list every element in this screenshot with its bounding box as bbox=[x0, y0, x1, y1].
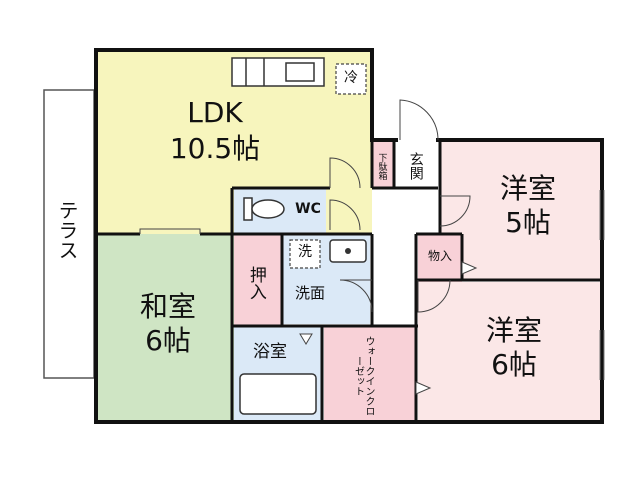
washitsu-name: 和室 bbox=[139, 290, 196, 323]
monoire-closet bbox=[418, 234, 462, 282]
yoshitsu-5-name: 洋室 bbox=[499, 172, 556, 205]
refrigerator-space bbox=[335, 63, 367, 95]
oshiire-label: 押入 bbox=[245, 266, 266, 300]
oshiire-closet bbox=[234, 234, 282, 326]
kitchen-counter bbox=[231, 57, 325, 87]
outer-walls bbox=[94, 48, 604, 424]
washer-space bbox=[289, 239, 321, 269]
yoshitsu-6-name: 洋室 bbox=[485, 314, 542, 347]
wc-label: WC bbox=[295, 201, 321, 217]
basin-drain bbox=[345, 248, 351, 254]
yoshitsu-5-size: 5帖 bbox=[505, 206, 551, 239]
genkan-area bbox=[396, 140, 438, 188]
door-markers bbox=[299, 261, 478, 395]
walk-in-closet bbox=[324, 326, 416, 422]
terrace-label: テラス bbox=[55, 200, 79, 260]
monoire-label: 物入 bbox=[427, 249, 452, 263]
washitsu-room bbox=[96, 234, 234, 420]
refrigerator-label: 冷 bbox=[344, 70, 358, 86]
windows bbox=[599, 190, 605, 380]
ldk-ext bbox=[232, 140, 374, 188]
senmen-label: 洗面 bbox=[294, 284, 325, 302]
bathtub bbox=[239, 373, 317, 415]
toilet-fixture bbox=[243, 197, 285, 221]
ldk-size: 10.5帖 bbox=[169, 132, 261, 165]
washitsu-size: 6帖 bbox=[145, 324, 191, 357]
yoshitsu-6-room bbox=[418, 282, 602, 422]
genkan-label: 玄関 bbox=[407, 152, 424, 180]
washer-label: 洗 bbox=[298, 244, 312, 260]
getabako-label: 下駄箱 bbox=[376, 152, 387, 180]
ldk-name: LDK bbox=[187, 96, 243, 129]
getabako-shelf bbox=[372, 140, 394, 188]
yoshitsu-6-size: 6帖 bbox=[491, 348, 537, 381]
yokushitsu-label: 浴室 bbox=[253, 342, 287, 362]
walk-in-closet-label: ウォークインクローゼット bbox=[352, 336, 375, 416]
terrace-area bbox=[43, 89, 95, 379]
door-swings bbox=[139, 99, 471, 313]
